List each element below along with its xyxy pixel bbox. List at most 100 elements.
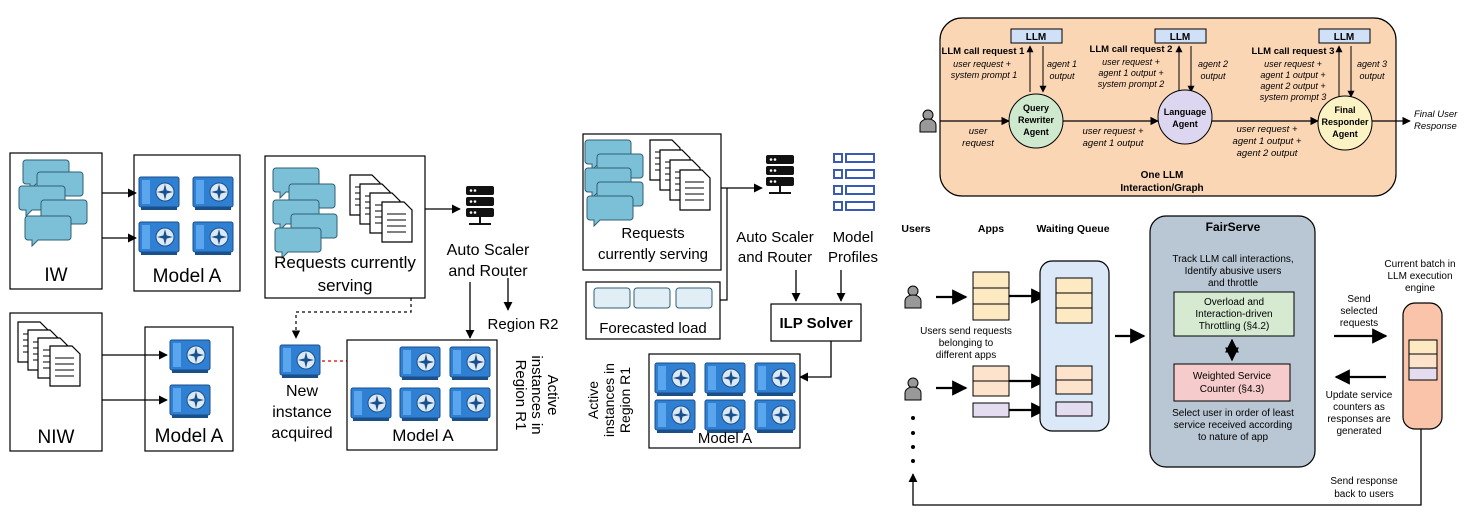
niw-label: NIW [38,427,75,448]
current-batch-line3: engine [1405,283,1435,294]
edge-23-line1: user request + [1237,124,1298,135]
fairserve-title: FairServe [1206,220,1261,234]
agent3-line2: Responder [1321,117,1369,127]
edge-12-line1: user request + [1083,126,1144,137]
call1-input-line2: system prompt 1 [951,70,1018,80]
send-selected-line1: Send [1347,294,1370,305]
call3-output-line2: output [1359,71,1385,81]
call1-title: LLM call request 1 [942,46,1026,57]
panel-llm-graph: LLM LLM LLM LLM call request 1 user requ… [919,17,1458,197]
call3-input-line4: system prompt 3 [1260,92,1327,102]
call2-input-line3: system prompt 2 [1098,79,1165,89]
send-back-line1: Send response [1330,476,1398,487]
requests-label-line1: Requests currently [274,253,416,272]
ilp-label: ILP Solver [779,315,852,332]
panel-autoscaler-ilp: Requests currently serving Forecasted lo… [582,133,878,449]
region-r2-label: Region R2 [488,316,559,333]
new-instance-line1: New [286,383,318,400]
edge-23-line2: agent 1 output + [1233,136,1302,147]
graph-label-line2: Interaction/Graph [1120,183,1203,194]
call2-output-line2: output [1200,71,1226,81]
waiting-queue-header: Waiting Queue [1036,223,1109,235]
select-line1: Select user in order of least [1172,408,1294,419]
llm-label-3: LLM [1334,32,1355,43]
overload-line3: Throttling (§4.2) [1199,321,1270,332]
requests-label-line2: serving [318,276,373,295]
track-line2: Identify abusive users [1185,266,1282,277]
call3-input-line3: agent 2 output + [1260,81,1325,91]
agent-final-responder [1317,95,1373,151]
users-send-line1: Users send requests [920,326,1012,337]
agent2-line2: Agent [1172,119,1198,129]
send-selected-line2: selected [1340,306,1377,317]
llm-label-1: LLM [1026,32,1047,43]
profiles-label-line1: Model [833,229,874,246]
update-line3: responses are [1327,414,1391,425]
users-send-line3: different apps [936,350,996,361]
user-icon [904,285,922,309]
users-header: Users [901,223,930,235]
weighted-box [1173,363,1291,402]
requests-label-line1: Requests [621,225,684,242]
call1-input-line1: user request + [953,59,1011,69]
server-icon [765,154,795,194]
gpu-icon [279,344,321,379]
llm-box-2 [1154,28,1207,44]
scaler-label-line2: and Router [738,249,812,266]
update-line1: Update service [1326,390,1393,401]
model-a-bottom-label: Model A [155,426,224,447]
batch-items [1408,339,1438,381]
edge-user-line1: user [969,126,988,137]
scaler-label-line1: Auto Scaler [736,229,814,246]
send-selected-line3: requests [1340,318,1378,329]
profiles-label-line2: Profiles [828,249,878,266]
apps-header: Apps [978,223,1004,235]
overload-line1: Overload and [1204,297,1264,308]
agent3-line1: Final [1334,105,1355,115]
edge-12-line2: agent 1 output [1083,138,1144,149]
app-queue-2 [972,365,1010,418]
edge-user-line2: request [962,138,994,149]
llm-box-1 [1010,28,1063,44]
new-instance-line2: instance [272,404,332,421]
scaler-label-line2: and Router [448,263,528,280]
active-label-line3: Region R1 [617,367,633,433]
active-label-line1: Active [585,381,601,419]
call2-title: LLM call request 2 [1090,44,1173,55]
users-send-line2: belonging to [939,338,994,349]
panel-iw-niw: IW Model A NIW Model A [9,152,241,452]
active-label-line1: Active [544,375,561,416]
overload-box [1173,291,1295,337]
graph-label-line1: One LLM [1141,170,1184,181]
new-instance-line3: acquired [271,425,332,442]
server-icon [465,185,495,225]
edge-23-line3: agent 2 output [1237,148,1298,159]
requests-label-line2: currently serving [598,246,708,263]
forecast-bubbles-icon [593,287,713,309]
call2-input-line2: agent 1 output + [1098,68,1163,78]
current-batch-line1: Current batch in [1384,259,1455,270]
select-line3: to nature of app [1198,432,1268,443]
call3-input-line2: agent 1 output + [1260,70,1325,80]
call3-output-line1: agent 3 [1357,59,1387,69]
call3-title: LLM call request 3 [1252,46,1335,57]
model-a-label: Model A [698,430,752,447]
final-line1: Final User [1414,109,1458,120]
active-label-line3: Region R1 [512,360,529,431]
active-label-line2: instances in [601,363,617,437]
ellipsis-dots [911,416,915,463]
call1-output-line1: agent 1 [1047,59,1077,69]
agent-language [1157,89,1213,145]
track-line1: Track LLM call interactions, [1172,254,1293,265]
current-batch-line2: LLM execution [1387,271,1452,282]
iw-label: IW [44,265,67,286]
call1-output-line2: output [1049,71,1075,81]
send-back-line2: back to users [1334,489,1393,500]
agent1-line1: Query [1023,103,1049,113]
model-profiles-icon [833,153,875,211]
agent3-line3: Agent [1332,129,1358,139]
model-a-label: Model A [392,426,454,445]
weighted-line2: Counter (§4.3) [1200,384,1264,395]
panel-autoscaler-reactive: Requests currently serving Auto Scaler a… [264,155,561,451]
overload-line2: Interaction-driven [1195,309,1272,320]
